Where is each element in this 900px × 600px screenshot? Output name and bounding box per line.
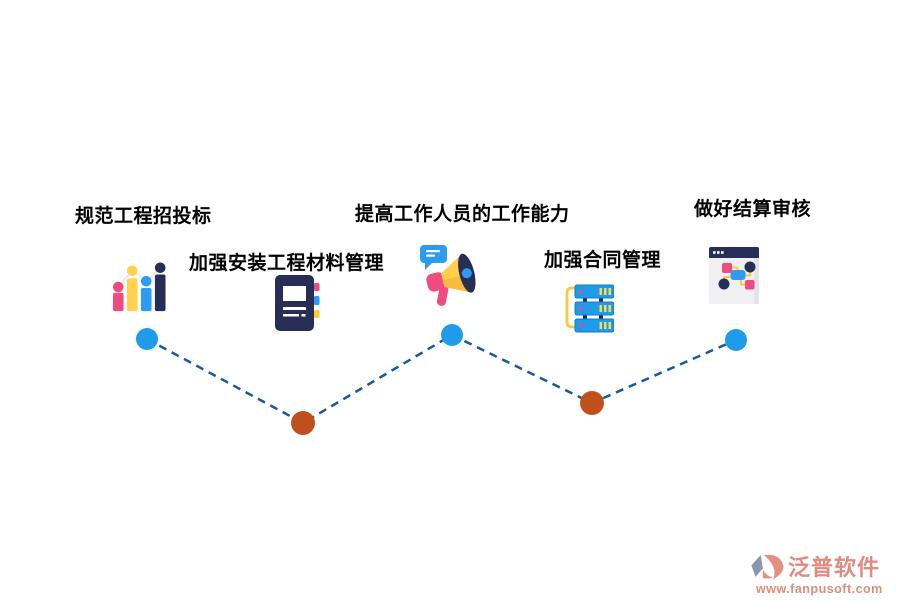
megaphone-icon xyxy=(420,245,476,306)
notebook-icon xyxy=(275,275,320,331)
node-dot-1 xyxy=(136,328,158,350)
dashed-path xyxy=(146,333,737,425)
flowchart-window-icon xyxy=(709,247,759,304)
step-label-2: 加强安装工程材料管理 xyxy=(189,253,385,274)
step-label-5: 做好结算审核 xyxy=(694,199,812,220)
brand-url: www.fanpusoft.com xyxy=(756,582,883,596)
brand-name: 泛普软件 xyxy=(788,554,881,580)
node-dot-2 xyxy=(291,411,315,435)
node-dot-3 xyxy=(441,324,463,346)
node-dot-4 xyxy=(580,391,604,415)
brand-watermark: 泛普软件 www.fanpusoft.com xyxy=(750,554,895,596)
node-dot-5 xyxy=(725,329,747,351)
step-label-1: 规范工程招投标 xyxy=(75,206,212,227)
server-stack-icon xyxy=(565,284,614,333)
fanpu-logo-icon xyxy=(751,554,784,579)
step-label-3: 提高工作人员的工作能力 xyxy=(355,204,570,225)
step-label-4: 加强合同管理 xyxy=(544,250,662,271)
bar-chart-icon xyxy=(112,262,166,312)
